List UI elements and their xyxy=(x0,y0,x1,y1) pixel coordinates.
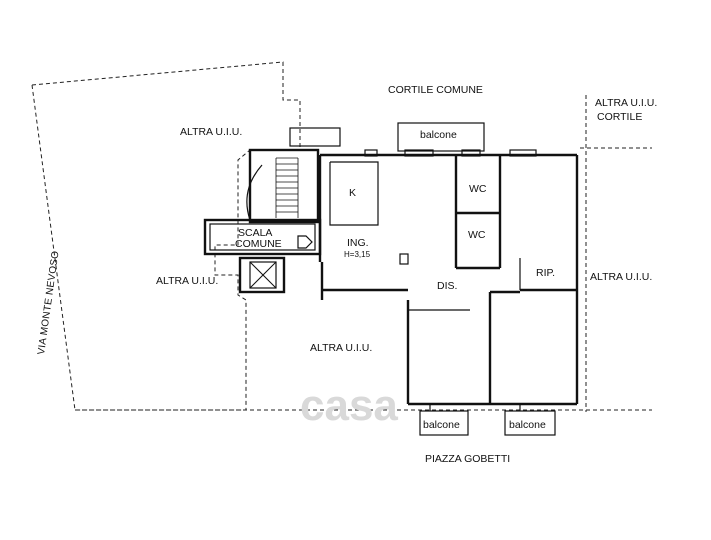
watermark: casa xyxy=(300,381,398,430)
window-top-4 xyxy=(509,149,537,157)
label-altra-uiu-bottom: ALTRA U.I.U. xyxy=(310,342,372,354)
label-comune: COMUNE xyxy=(235,238,282,250)
label-altra-uiu-left: ALTRA U.I.U. xyxy=(156,275,218,287)
label-altra-uiu-top-left: ALTRA U.I.U. xyxy=(180,126,242,138)
balcone-top-box xyxy=(397,122,485,152)
stair-block xyxy=(248,148,320,224)
label-scala: SCALA xyxy=(238,227,272,239)
elevator-cab xyxy=(249,261,277,289)
stair-landing-inner xyxy=(209,223,316,251)
label-ing: ING. xyxy=(347,237,369,249)
property-boundary xyxy=(31,61,301,411)
chimney xyxy=(399,253,409,265)
label-wc-2: WC xyxy=(468,229,486,241)
label-piazza-gobetti: PIAZZA GOBETTI xyxy=(425,453,510,465)
stair-steps xyxy=(275,157,299,218)
label-via-monte-nevoso: VIA MONTE NEVOSO xyxy=(36,250,61,355)
label-balcone-bottom-1: balcone xyxy=(423,419,460,431)
elevator-cross-2 xyxy=(249,261,277,289)
balcone-bottom-2-box xyxy=(504,410,556,436)
window-top-1 xyxy=(364,149,378,157)
window-top-2 xyxy=(404,149,434,157)
label-height: H=3,15 xyxy=(344,250,371,259)
stair-landing xyxy=(203,218,322,256)
elevator-shaft xyxy=(238,256,286,294)
label-cortile-comune: CORTILE COMUNE xyxy=(388,84,483,96)
label-wc-1: WC xyxy=(469,183,487,195)
label-rip: RIP. xyxy=(536,267,555,279)
label-balcone-top: balcone xyxy=(420,129,457,141)
label-balcone-bottom-2: balcone xyxy=(509,419,546,431)
stair-top-balcony xyxy=(289,127,341,147)
window-top-3 xyxy=(461,149,481,157)
label-altra-uiu-top-right: ALTRA U.I.U. xyxy=(595,97,657,109)
entrance-arrow xyxy=(297,235,313,249)
label-dis: DIS. xyxy=(437,280,457,292)
label-k: K xyxy=(349,187,356,199)
balcone-bottom-1-box xyxy=(419,410,469,436)
label-cortile: CORTILE xyxy=(597,111,642,123)
label-altra-uiu-right: ALTRA U.I.U. xyxy=(590,271,652,283)
stair-curve xyxy=(246,164,263,221)
kitchen-wall xyxy=(329,161,379,226)
